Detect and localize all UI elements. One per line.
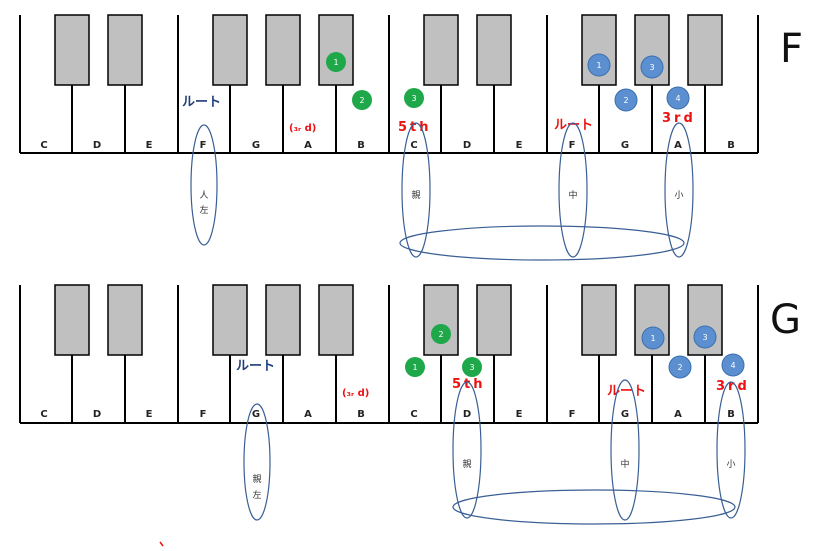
root-label-left: ルート — [182, 95, 221, 110]
green-circles-f: 1 2 3 — [326, 52, 424, 110]
key-label: D — [463, 140, 471, 151]
stray-mark — [159, 541, 164, 547]
finger-circle-blue — [587, 53, 611, 77]
finger-number: 3 — [469, 363, 474, 372]
key-label: F — [569, 409, 576, 420]
key-label: A — [674, 409, 682, 420]
root-label-right: ルート — [607, 384, 646, 399]
finger-number: 3 — [702, 333, 707, 342]
third-label-left: (₃ᵣ d) — [342, 388, 369, 399]
key-label: A — [304, 140, 312, 151]
key-label: C — [410, 140, 417, 151]
fifth-label: 5th — [452, 377, 486, 392]
finger-name: 人 — [199, 190, 208, 201]
finger-circle-green — [431, 324, 451, 344]
key-label: D — [93, 140, 101, 151]
key-label: F — [200, 409, 207, 420]
key-label: E — [146, 409, 153, 420]
finger-name: 小 — [726, 459, 735, 470]
key-labels-g: C D E F G A B C D E F G A B — [40, 409, 734, 420]
finger-circle-green — [404, 88, 424, 108]
finger-number: 2 — [438, 330, 443, 339]
finger-name: 左 — [252, 489, 261, 501]
blue-circles-g: 1 2 3 4 — [641, 325, 745, 379]
finger-number: 1 — [333, 58, 338, 67]
finger-number: 3 — [411, 94, 416, 103]
key-label: G — [621, 409, 629, 420]
chord-name-f: F — [780, 26, 803, 72]
key-label: C — [410, 409, 417, 420]
finger-circle-green — [405, 357, 425, 377]
key-label: G — [252, 140, 260, 151]
finger-name: 親 — [462, 458, 471, 470]
key-label: G — [621, 140, 629, 151]
finger-name: 左 — [199, 204, 208, 216]
finger-circle-blue — [641, 326, 665, 350]
finger-number: 4 — [675, 94, 680, 103]
third-label-right: 3rd — [716, 379, 750, 394]
finger-number: 1 — [650, 334, 655, 343]
finger-number: 2 — [359, 96, 364, 105]
key-labels-f: C D E F G A B C D E F G A B — [40, 140, 734, 151]
finger-name: 親 — [411, 189, 420, 201]
key-label: B — [727, 409, 735, 420]
key-label: E — [516, 409, 523, 420]
blue-circles-f: 1 2 3 4 — [587, 53, 690, 112]
finger-circle-green — [352, 90, 372, 110]
finger-circle-blue — [693, 325, 717, 349]
finger-number: 1 — [412, 363, 417, 372]
key-label: A — [674, 140, 682, 151]
finger-circle-blue — [721, 353, 745, 377]
finger-name: 中 — [620, 458, 629, 470]
key-label: C — [40, 140, 47, 151]
third-label-right: 3rd — [662, 111, 696, 126]
key-label: G — [252, 409, 260, 420]
diagram-f: C D E F G A B C D E F G A B F ルート (₃ᵣ d)… — [19, 14, 803, 261]
finger-name: 親 — [252, 473, 261, 485]
diagram-g: C D E F G A B C D E F G A B G ルート (₃ᵣ d)… — [19, 284, 801, 525]
root-label-right: ルート — [554, 118, 593, 133]
hand-ellipses-f — [190, 122, 694, 261]
finger-number: 3 — [649, 63, 654, 72]
green-circles-g: 2 1 3 — [405, 324, 482, 377]
key-label: C — [40, 409, 47, 420]
chord-name-g: G — [770, 297, 801, 343]
finger-circle-blue — [668, 355, 692, 379]
finger-number: 4 — [730, 361, 735, 370]
key-label: F — [569, 140, 576, 151]
hand-ellipses-g — [243, 379, 746, 525]
key-label: B — [727, 140, 735, 151]
finger-names-g: 親 左 親 中 小 — [252, 458, 735, 501]
key-label: D — [463, 409, 471, 420]
finger-circle-green — [326, 52, 346, 72]
root-label-left: ルート — [236, 359, 275, 374]
finger-circle-blue — [640, 55, 664, 79]
key-label: E — [146, 140, 153, 151]
finger-circle-green — [462, 357, 482, 377]
key-label: B — [357, 140, 365, 151]
key-label: E — [516, 140, 523, 151]
finger-name: 中 — [568, 189, 577, 201]
key-label: B — [357, 409, 365, 420]
key-label: F — [200, 140, 207, 151]
finger-number: 1 — [596, 61, 601, 70]
finger-circle-blue — [666, 86, 690, 110]
fifth-label: 5th — [398, 120, 432, 135]
finger-circle-blue — [614, 88, 638, 112]
black-keys-f — [54, 14, 723, 86]
finger-number: 2 — [623, 96, 628, 105]
third-label-left: (₃ᵣ d) — [289, 123, 316, 134]
key-label: A — [304, 409, 312, 420]
finger-number: 2 — [677, 363, 682, 372]
finger-names-f: 人 左 親 中 小 — [199, 189, 683, 216]
key-label: D — [93, 409, 101, 420]
finger-name: 小 — [674, 190, 683, 201]
